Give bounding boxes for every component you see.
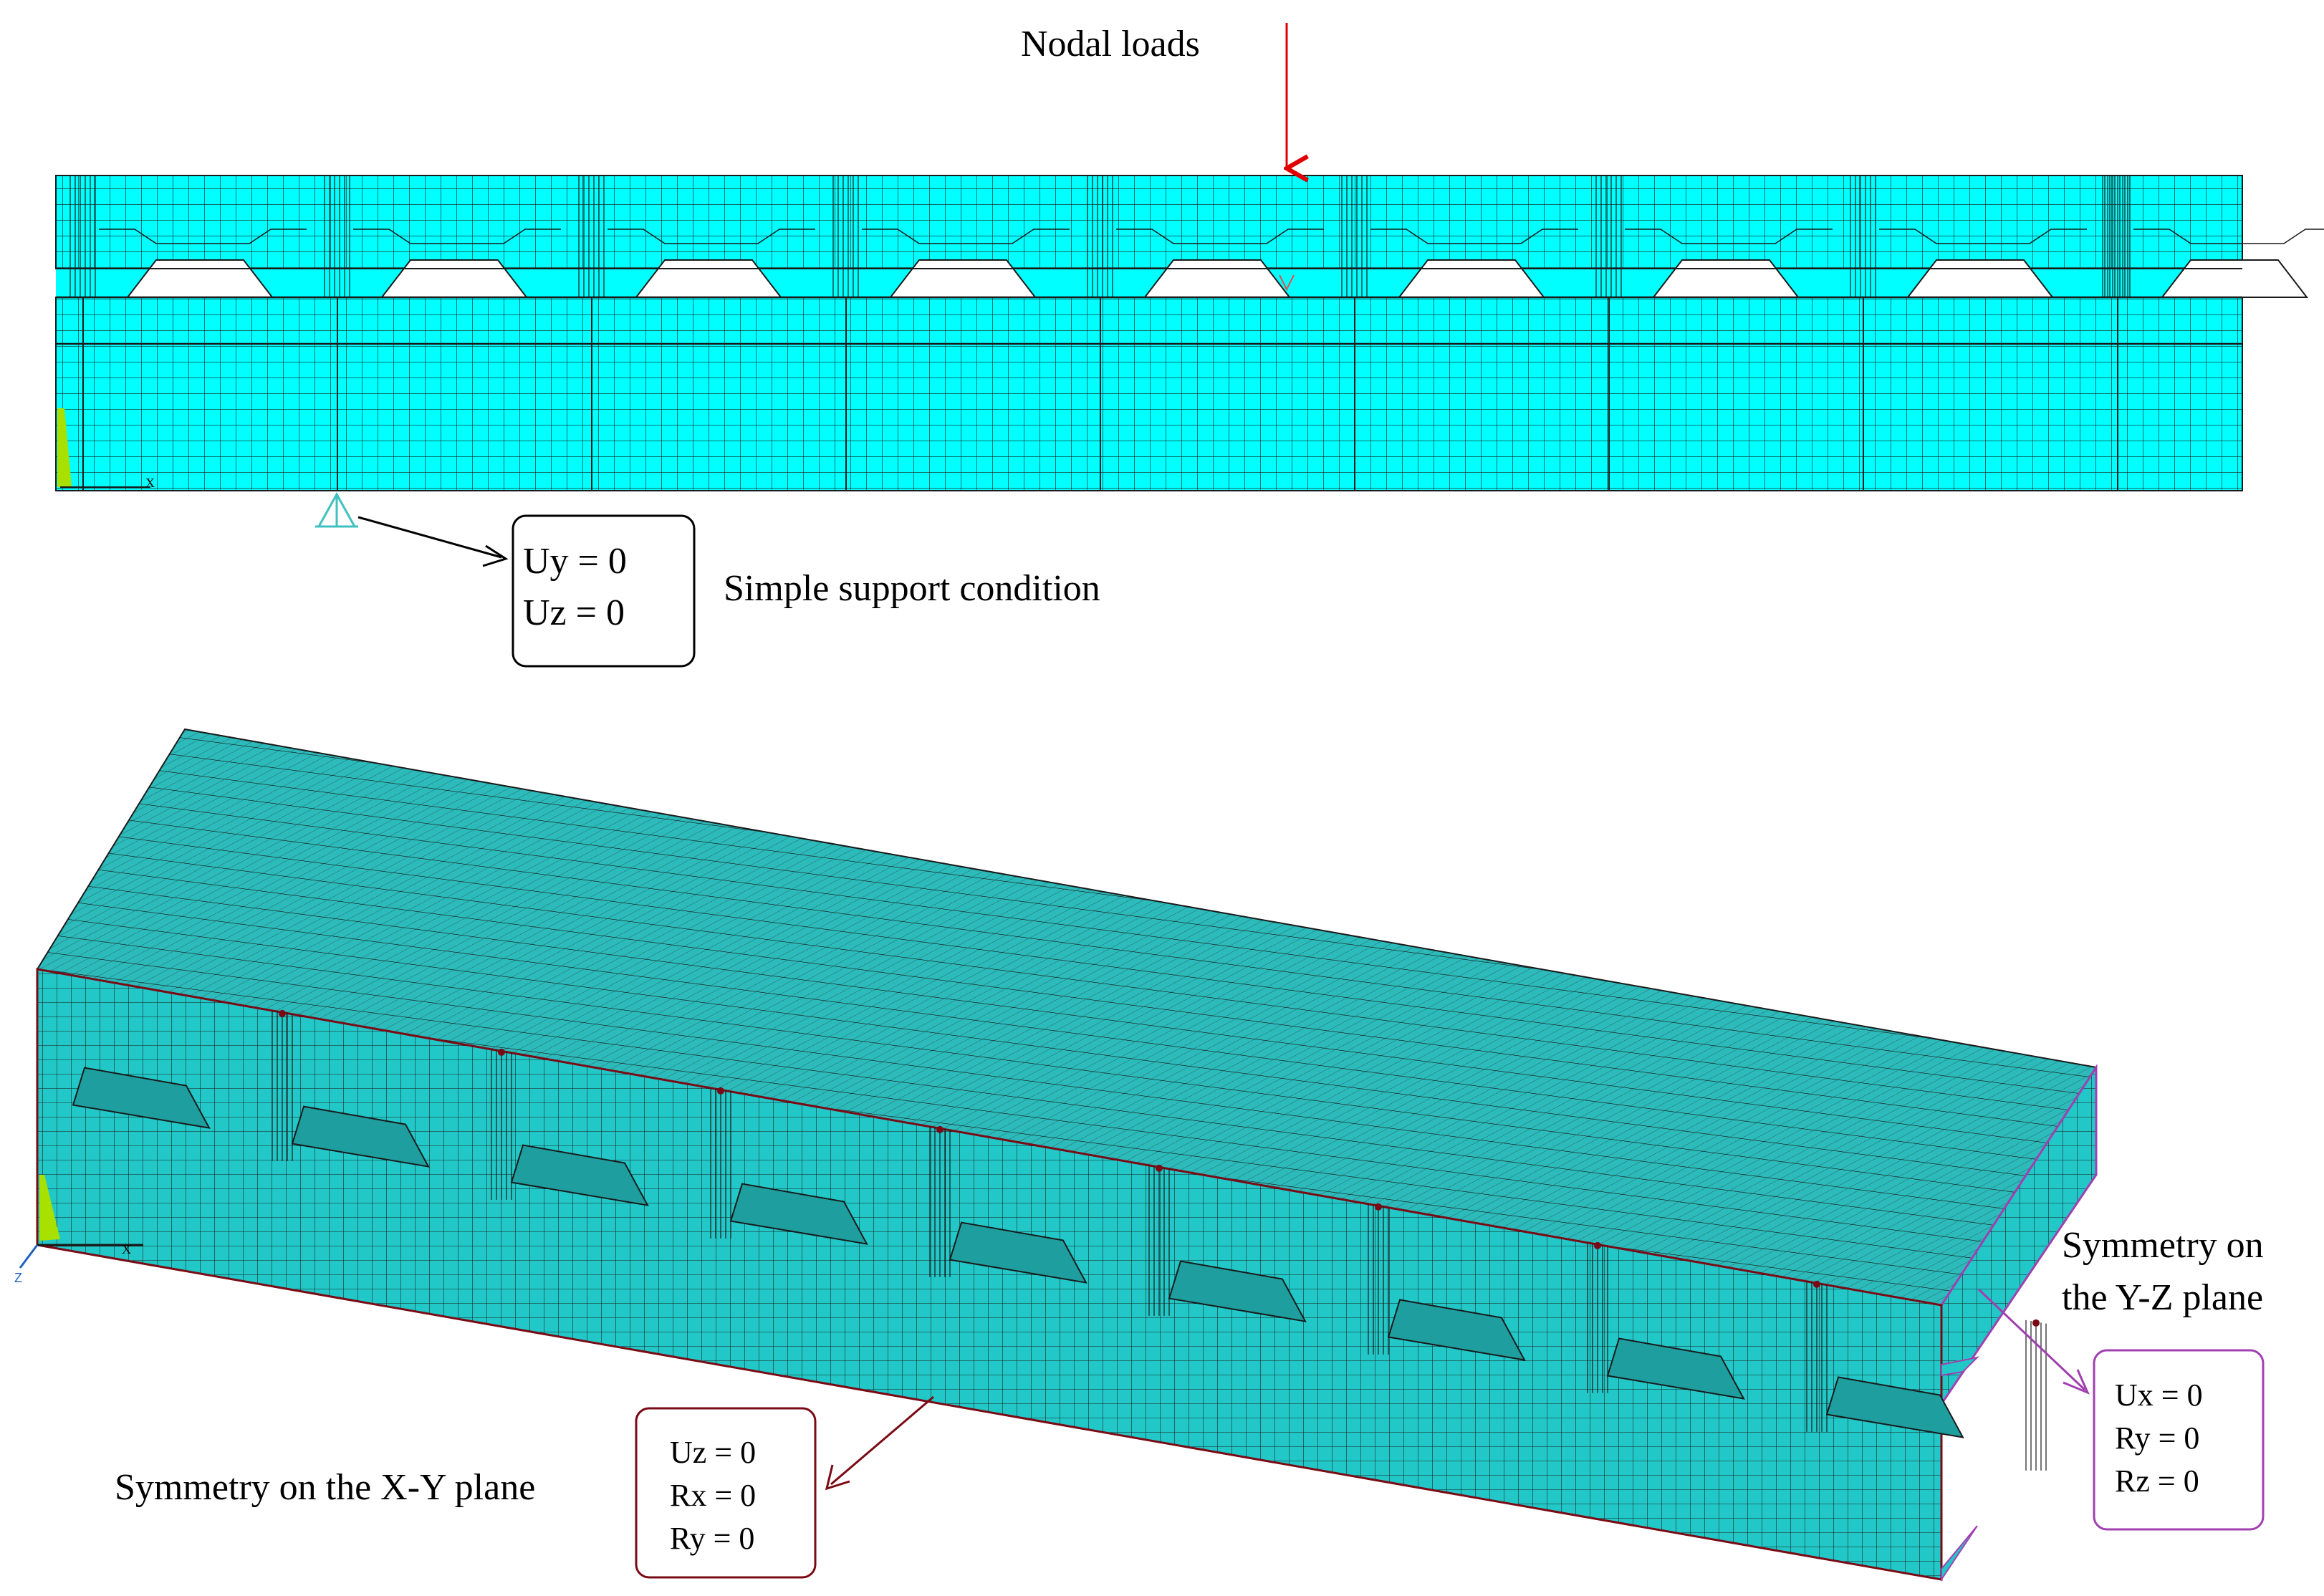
top-stiffener-lines [69,176,2131,491]
nodal-load-label: Nodal loads [1021,24,1200,64]
yz-constraint-rz: Rz = 0 [2115,1463,2199,1499]
iso-opening [1825,1376,1964,1438]
iso-opening [949,1221,1087,1284]
yz-constraint-box [2093,1349,2265,1531]
support-condition-label: Simple support condition [724,568,1100,609]
iso-opening [1606,1337,1745,1400]
nodal-load-arrow [1279,23,1294,292]
iso-opening [729,1183,868,1245]
top-elevation-view: X Nodal loads Uy = 0 Uz = 0 Simple suppo… [55,23,2324,668]
simple-support-icon [315,491,358,528]
xy-constraint-rx: Rx = 0 [670,1478,756,1513]
yz-constraint-ry: Ry = 0 [2115,1420,2199,1456]
xy-constraint-ry: Ry = 0 [670,1521,754,1556]
iso-stiffener-lines [272,1009,2047,1471]
yz-symmetry-leader [1977,1288,2086,1391]
top-lower-web [55,297,2243,491]
iso-opening [1387,1299,1526,1361]
iso-opening [72,1067,211,1129]
iso-axis-x-label: X [122,1242,131,1256]
isometric-view: X Z Uz = 0 Rx = 0 Ry = 0 Symmetry on the… [14,728,2265,1582]
top-axis-x-label: X [145,476,155,490]
yz-symmetry-label-line1: Symmetry on [2062,1225,2264,1266]
support-constraint-box [512,514,696,668]
iso-web-openings [72,1067,1964,1438]
support-constraint-uz: Uz = 0 [523,592,625,633]
top-axis-triad: X [57,408,155,490]
iso-opening [291,1105,430,1168]
iso-axis-z-label: Z [14,1271,22,1285]
xy-constraint-box [635,1407,817,1579]
yz-constraint-ux: Ux = 0 [2115,1378,2203,1413]
iso-opening [510,1144,649,1206]
iso-opening [1168,1260,1307,1322]
iso-axis-triad: X Z [14,1175,143,1285]
xy-symmetry-leader [830,1395,934,1486]
xy-symmetry-label: Symmetry on the X-Y plane [115,1467,535,1508]
yz-symmetry-label-line2: the Y-Z plane [2062,1277,2263,1318]
support-constraint-uy: Uy = 0 [523,541,627,582]
xy-constraint-uz: Uz = 0 [670,1435,756,1470]
top-upper-chord [55,175,2243,269]
support-leader-line [357,516,502,559]
